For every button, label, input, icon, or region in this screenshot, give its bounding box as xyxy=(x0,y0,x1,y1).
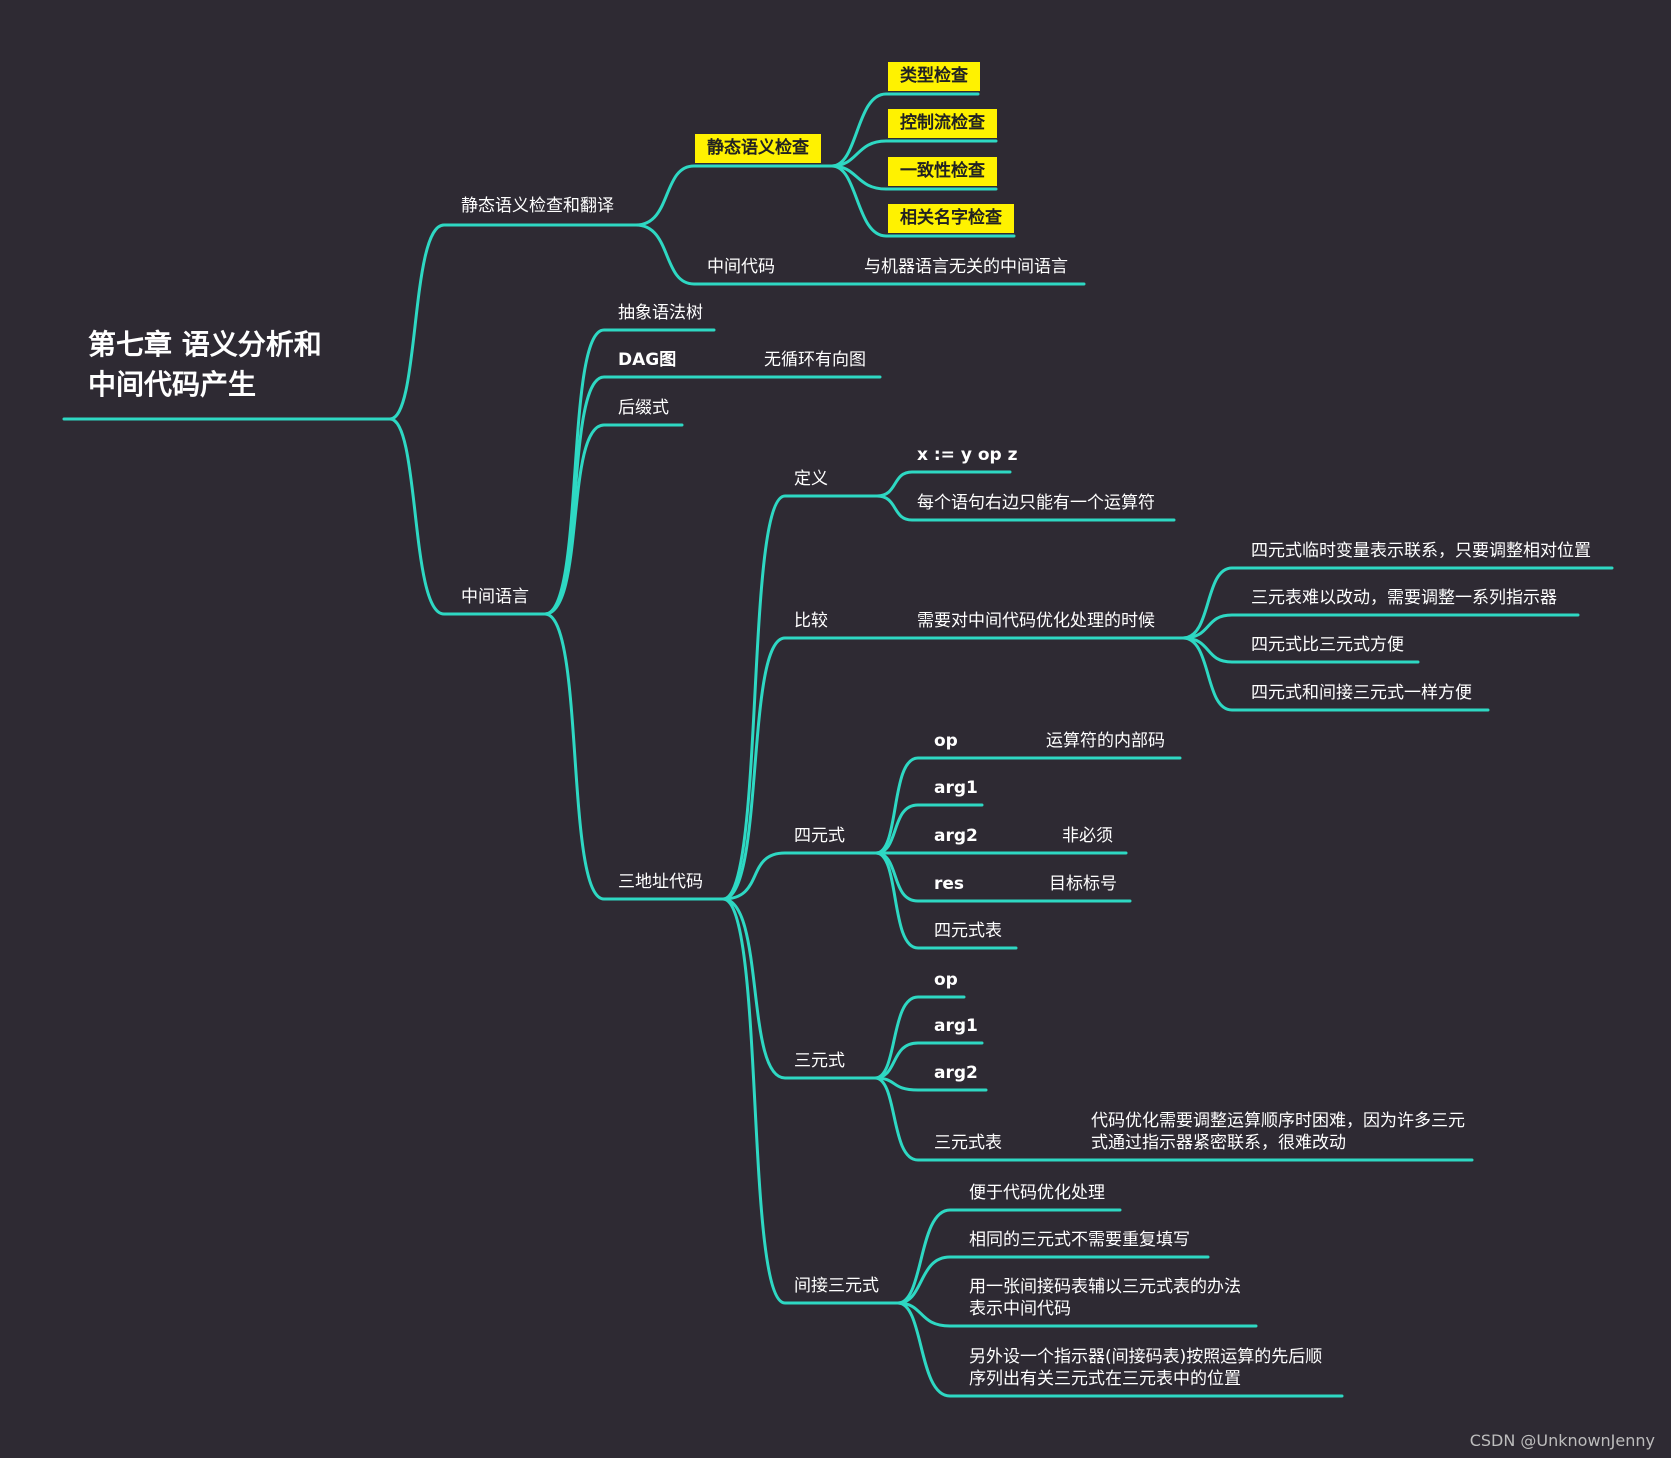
root-title[interactable]: 第七章 语义分析和中间代码产生 xyxy=(88,328,322,401)
node-static-check-translate[interactable]: 静态语义检查和翻译 xyxy=(461,196,614,216)
node-type-check[interactable]: 类型检查 xyxy=(888,62,980,91)
link-inter-tac xyxy=(543,612,725,901)
node-static-check[interactable]: 静态语义检查 xyxy=(695,134,821,163)
node-t-op[interactable]: op xyxy=(934,970,958,990)
link-triple-arg1 xyxy=(873,1041,984,1080)
link-tac-quad xyxy=(721,851,878,901)
node-t-arg1[interactable]: arg1 xyxy=(934,1016,978,1036)
node-indirect-triple[interactable]: 间接三元式 xyxy=(794,1276,879,1296)
link-quad-op xyxy=(874,756,1182,855)
link-indirect-2 xyxy=(896,1255,1210,1305)
node-cmp-3[interactable]: 四元式比三元式方便 xyxy=(1251,635,1404,655)
node-q-table[interactable]: 四元式表 xyxy=(934,921,1002,941)
node-q-res-desc[interactable]: 目标标号 xyxy=(1049,874,1117,894)
link-tac-triple xyxy=(721,897,877,1080)
link-def-rule xyxy=(875,494,1176,522)
node-cmp-1[interactable]: 四元式临时变量表示联系，只要调整相对位置 xyxy=(1251,541,1591,561)
node-intermediate-code[interactable]: 中间代码 xyxy=(707,257,775,277)
link-static-intercode xyxy=(634,223,1086,286)
node-it-4[interactable]: 另外设一个指示器(间接码表)按照运算的先后顺序列出有关三元式在三元表中的位置 xyxy=(969,1347,1323,1389)
node-q-res[interactable]: res xyxy=(934,874,965,894)
node-it-2[interactable]: 相同的三元式不需要重复填写 xyxy=(969,1230,1190,1250)
link-indirect-4 xyxy=(896,1301,1344,1398)
link-def-form xyxy=(875,470,1012,498)
watermark: CSDN @UnknownJenny xyxy=(1469,1431,1655,1450)
link-tac-indirect xyxy=(721,897,900,1305)
node-dag[interactable]: DAG图 xyxy=(618,350,677,370)
link-inter-ast xyxy=(543,328,716,616)
node-cmp-2[interactable]: 三元表难以改动，需要调整一系列指示器 xyxy=(1251,588,1557,608)
node-comparison-when[interactable]: 需要对中间代码优化处理的时候 xyxy=(917,611,1155,631)
node-consistency-check[interactable]: 一致性检查 xyxy=(888,157,997,186)
link-check-control xyxy=(830,139,998,168)
node-def-form[interactable]: x := y op z xyxy=(917,445,1018,465)
link-cmp-4 xyxy=(1181,636,1490,712)
node-related-name-check[interactable]: 相关名字检查 xyxy=(888,204,1014,233)
node-intermediate-code-desc[interactable]: 与机器语言无关的中间语言 xyxy=(864,257,1068,277)
node-q-op-desc[interactable]: 运算符的内部码 xyxy=(1046,731,1165,751)
node-t-arg2[interactable]: arg2 xyxy=(934,1063,978,1083)
node-triple[interactable]: 三元式 xyxy=(794,1051,845,1071)
node-comparison[interactable]: 比较 xyxy=(794,611,828,631)
link-tac-def xyxy=(721,494,879,901)
link-cmp-1 xyxy=(1181,566,1614,640)
link-inter-postfix xyxy=(543,423,684,616)
link-triple-arg2 xyxy=(873,1076,988,1092)
node-q-arg2-desc[interactable]: 非必须 xyxy=(1062,826,1113,846)
link-quad-table xyxy=(874,851,1018,950)
link-root-intermediate xyxy=(388,417,547,616)
node-postfix[interactable]: 后缀式 xyxy=(618,398,669,418)
node-quadruple[interactable]: 四元式 xyxy=(794,826,845,846)
node-def-rule[interactable]: 每个语句右边只能有一个运算符 xyxy=(917,493,1155,513)
link-static-check xyxy=(634,164,834,227)
node-t-table[interactable]: 三元式表 xyxy=(934,1133,1002,1153)
node-it-1[interactable]: 便于代码优化处理 xyxy=(969,1183,1105,1203)
link-indirect-1 xyxy=(896,1208,1122,1305)
link-tac-cmp xyxy=(721,636,1185,901)
link-indirect-3 xyxy=(896,1301,1258,1328)
link-triple-table xyxy=(873,1076,1474,1162)
node-three-address-code[interactable]: 三地址代码 xyxy=(618,872,703,892)
node-dag-desc[interactable]: 无循环有向图 xyxy=(764,350,866,370)
node-it-3[interactable]: 用一张间接码表辅以三元式表的办法表示中间代码 xyxy=(969,1277,1241,1319)
node-control-flow-check[interactable]: 控制流检查 xyxy=(888,109,997,138)
node-intermediate-language[interactable]: 中间语言 xyxy=(461,587,529,607)
node-q-arg1[interactable]: arg1 xyxy=(934,778,978,798)
link-quad-arg1 xyxy=(874,803,984,855)
node-q-op[interactable]: op xyxy=(934,731,958,751)
link-triple-op xyxy=(873,995,966,1080)
link-check-relname xyxy=(830,164,1016,238)
node-definition[interactable]: 定义 xyxy=(794,469,828,489)
node-ast[interactable]: 抽象语法树 xyxy=(618,303,703,323)
link-root-static xyxy=(388,223,638,421)
link-cmp-2 xyxy=(1181,613,1580,640)
node-t-table-desc[interactable]: 代码优化需要调整运算顺序时困难，因为许多三元式通过指示器紧密联系，很难改动 xyxy=(1091,1111,1465,1153)
node-cmp-4[interactable]: 四元式和间接三元式一样方便 xyxy=(1251,683,1472,703)
link-check-type xyxy=(830,92,980,168)
node-q-arg2[interactable]: arg2 xyxy=(934,826,978,846)
